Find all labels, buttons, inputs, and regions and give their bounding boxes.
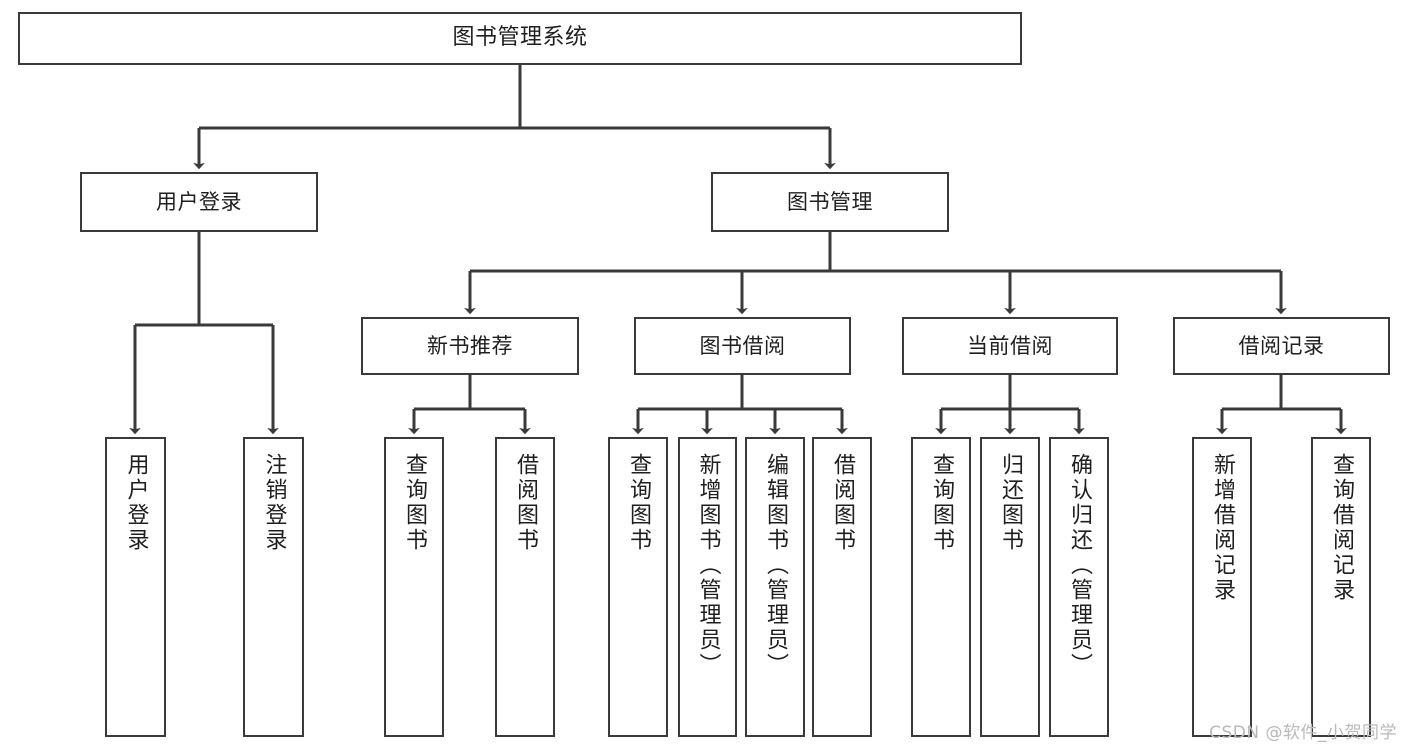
node-borrow-record[interactable]: 借阅记录 (1173, 317, 1390, 375)
node-label: 查询图书 (929, 453, 954, 553)
node-label: 借阅记录 (1238, 333, 1325, 358)
node-new-book-recommend[interactable]: 新书推荐 (361, 317, 579, 375)
node-label: 用户登录 (123, 453, 149, 553)
node-label: 注销登录 (261, 453, 287, 553)
node-label: 编辑图书（管理员） (763, 453, 788, 678)
node-label: 查询图书 (626, 453, 651, 553)
node-label: 查询图书 (402, 453, 427, 553)
node-leaf-record-query-borrow-record[interactable]: 查询借阅记录 (1311, 437, 1371, 737)
node-leaf-borrow-query-book[interactable]: 查询图书 (608, 437, 668, 737)
node-leaf-newbook-query-book[interactable]: 查询图书 (384, 437, 444, 737)
node-user-login[interactable]: 用户登录 (80, 172, 318, 232)
node-label: 确认归还（管理员） (1067, 453, 1092, 678)
node-label: 当前借阅 (967, 333, 1053, 358)
node-label: 图书管理系统 (452, 25, 588, 51)
node-label: 借阅图书 (513, 453, 538, 553)
node-label: 图书管理 (787, 189, 873, 214)
node-leaf-user-login[interactable]: 用户登录 (105, 437, 166, 737)
node-leaf-newbook-borrow-book[interactable]: 借阅图书 (495, 437, 555, 737)
node-leaf-record-add-borrow-record[interactable]: 新增借阅记录 (1192, 437, 1252, 737)
node-leaf-current-return-book[interactable]: 归还图书 (980, 437, 1040, 737)
node-current-borrow[interactable]: 当前借阅 (902, 317, 1118, 375)
node-leaf-borrow-edit-book-admin[interactable]: 编辑图书（管理员） (745, 437, 805, 737)
node-label: 用户登录 (156, 189, 242, 214)
node-label: 图书借阅 (699, 333, 786, 358)
node-book-management[interactable]: 图书管理 (711, 172, 949, 232)
node-label: 借阅图书 (830, 453, 855, 553)
watermark-text: CSDN @软件_小贺同学 (1209, 723, 1397, 743)
node-leaf-logout[interactable]: 注销登录 (243, 437, 304, 737)
node-label: 新增借阅记录 (1210, 453, 1235, 603)
node-label: 查询借阅记录 (1329, 453, 1354, 603)
node-root-book-management-system[interactable]: 图书管理系统 (18, 12, 1022, 65)
node-label: 新增图书（管理员） (695, 453, 721, 678)
node-leaf-current-query-book[interactable]: 查询图书 (911, 437, 971, 737)
node-leaf-current-confirm-return-admin[interactable]: 确认归还（管理员） (1049, 437, 1109, 737)
node-leaf-borrow-add-book-admin[interactable]: 新增图书（管理员） (678, 437, 737, 737)
node-label: 新书推荐 (427, 333, 513, 358)
node-label: 归还图书 (998, 453, 1023, 553)
node-book-borrow[interactable]: 图书借阅 (634, 317, 851, 375)
node-leaf-borrow-borrow-book[interactable]: 借阅图书 (812, 437, 872, 737)
